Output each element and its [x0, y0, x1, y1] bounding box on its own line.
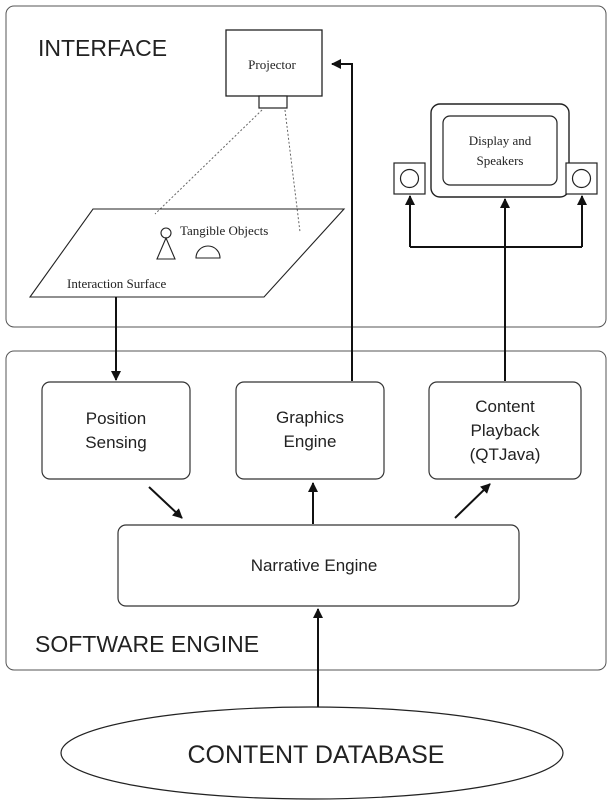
projector-box — [225, 29, 323, 97]
graphics-engine-box: Graphics Engine — [235, 381, 385, 480]
speaker-left-icon — [393, 162, 426, 195]
dome-icon — [195, 245, 221, 259]
content-database-label: CONTENT DATABASE — [188, 741, 445, 769]
projector-label: Projector — [248, 57, 296, 72]
position-sensing-line2: Sensing — [85, 433, 146, 452]
graphics-engine-line2: Engine — [284, 432, 337, 451]
content-database: CONTENT DATABASE — [60, 706, 564, 800]
interaction-surface-label: Interaction Surface — [67, 276, 166, 291]
content-database-ellipse — [60, 706, 564, 800]
graphics-engine-line1: Graphics — [276, 408, 344, 427]
content-playback-box: Content Playback (QTJava) — [428, 381, 582, 480]
speaker-right-icon — [565, 162, 598, 195]
pawn-icon — [156, 227, 176, 260]
content-playback-line3: (QTJava) — [470, 445, 541, 464]
display-and-speakers: Display and Speakers — [393, 103, 598, 198]
display-monitor-inner — [442, 115, 558, 186]
content-playback-line2: Playback — [471, 421, 540, 440]
arrow-position-to-narrative — [148, 486, 183, 519]
software-engine-title: SOFTWARE ENGINE — [35, 631, 259, 657]
tangible-objects-label: Tangible Objects — [180, 223, 268, 238]
software-engine-section — [5, 350, 607, 671]
projection-beam-left — [154, 109, 263, 215]
projector: Projector — [225, 29, 323, 109]
narrative-engine-box: Narrative Engine — [117, 524, 520, 607]
arrow-narrative-to-playback — [454, 483, 491, 519]
interaction-surface: Tangible Objects Interaction Surface — [28, 208, 346, 298]
position-sensing-box: Position Sensing — [41, 381, 191, 480]
interface-title: INTERFACE — [38, 35, 167, 61]
arrow-graphics-to-projector — [331, 59, 353, 381]
display-label-line2: Speakers — [477, 153, 524, 168]
projection-beam-right — [284, 109, 301, 233]
content-playback-line1: Content — [475, 397, 535, 416]
display-label-line1: Display and — [469, 133, 532, 148]
projector-lens — [258, 95, 288, 109]
surface-plane — [28, 208, 346, 298]
interface-section — [5, 5, 607, 328]
narrative-engine-label: Narrative Engine — [251, 556, 378, 575]
position-sensing-line1: Position — [86, 409, 146, 428]
